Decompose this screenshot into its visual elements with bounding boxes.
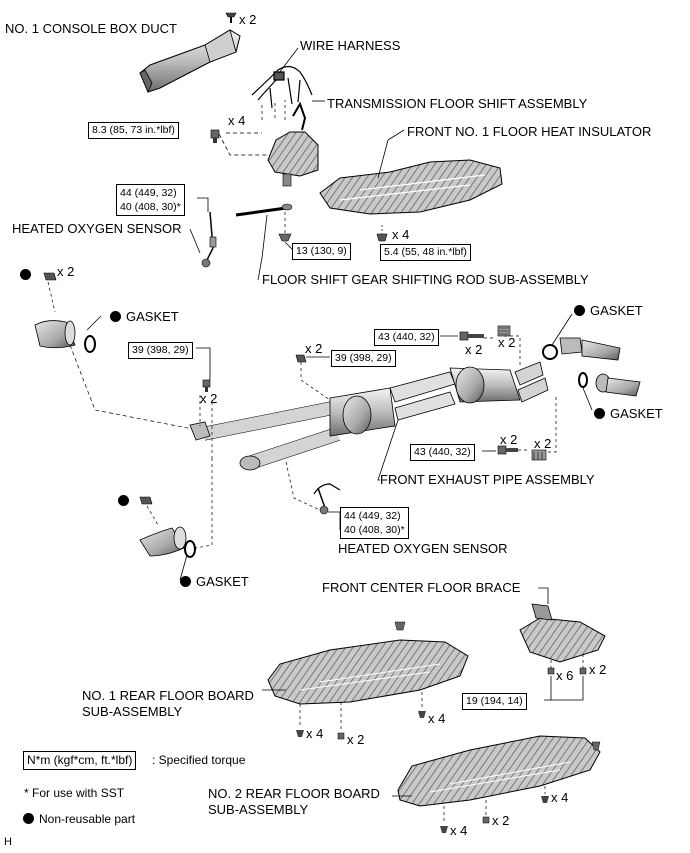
gasket-lower-left-ring bbox=[184, 540, 196, 558]
rfb2-bolt-icon bbox=[482, 816, 490, 824]
qty-rfb2-x4-right: x 4 bbox=[551, 790, 569, 805]
rear-floor-board-2 bbox=[397, 735, 601, 807]
label-heated-o2-sensor-bottom: HEATED OXYGEN SENSOR bbox=[338, 541, 508, 556]
label-front-exhaust-pipe: FRONT EXHAUST PIPE ASSEMBLY bbox=[380, 472, 595, 487]
label-transmission-floor-shift: TRANSMISSION FLOOR SHIFT ASSEMBLY bbox=[327, 96, 588, 111]
torque-rod-nut: 13 (130, 9) bbox=[292, 243, 351, 260]
rfb1-nut-left-icon bbox=[296, 730, 304, 737]
non-reusable-dot-icon bbox=[23, 813, 34, 824]
gasket-right-bottom-ring bbox=[578, 372, 588, 388]
non-reusable-dot-icon bbox=[20, 269, 31, 280]
torque-pipe-center: 39 (398, 29) bbox=[331, 350, 396, 367]
rfb1-bolt-icon bbox=[337, 732, 345, 740]
shift-bolt-icon bbox=[210, 129, 220, 143]
pipe-left-bolt-icon bbox=[202, 379, 211, 392]
label-floor-shift-rod: FLOOR SHIFT GEAR SHIFTING ROD SUB-ASSEMB… bbox=[262, 272, 589, 287]
gasket-right-top-ring bbox=[542, 344, 558, 360]
non-reusable-dot-icon bbox=[118, 495, 129, 506]
rfb2-nut-right-icon bbox=[541, 796, 549, 803]
label-heated-o2-sensor-top: HEATED OXYGEN SENSOR bbox=[12, 221, 182, 236]
qty-brace-x2: x 2 bbox=[589, 662, 607, 677]
non-reusable-dot-icon bbox=[110, 311, 121, 322]
label-rear-floor-board-2-l1: NO. 2 REAR FLOOR BOARD bbox=[208, 786, 380, 801]
torque-insulator-nut: 5.4 (55, 48 in.*lbf) bbox=[380, 244, 471, 261]
label-front-center-floor-brace: FRONT CENTER FLOOR BRACE bbox=[322, 580, 521, 595]
front-floor-heat-insulator bbox=[319, 159, 503, 215]
label-rear-floor-board-1-l1: NO. 1 REAR FLOOR BOARD bbox=[82, 688, 254, 703]
rfb1-nut-right-icon bbox=[418, 711, 426, 718]
floor-shift-rod bbox=[235, 203, 293, 217]
torque-brace: 19 (194, 14) bbox=[462, 693, 527, 710]
legend-sst: * For use with SST bbox=[24, 786, 125, 800]
right-flange-pipe bbox=[559, 337, 621, 361]
non-reusable-dot-icon bbox=[574, 305, 585, 316]
qty-pipe-right-bolt: x 2 bbox=[465, 342, 483, 357]
lower-left-pipe-end bbox=[139, 526, 187, 557]
legend-torque-box: N*m (kgf*cm, ft.*lbf) bbox=[23, 751, 137, 770]
torque-o2-top-line2: 40 (408, 30)* bbox=[120, 201, 181, 213]
qty-rfb1-x4-left: x 4 bbox=[306, 726, 324, 741]
qty-insulator-nut: x 4 bbox=[392, 227, 410, 242]
pipe-right-bottom-spring-icon bbox=[531, 449, 547, 461]
rear-floor-board-1 bbox=[267, 621, 469, 705]
label-wire-harness: WIRE HARNESS bbox=[300, 38, 401, 53]
label-gasket-left: GASKET bbox=[110, 309, 179, 324]
torque-pipe-right-top: 43 (440, 32) bbox=[374, 329, 439, 346]
non-reusable-dot-icon bbox=[180, 576, 191, 587]
pipe-right-bottom-bolt-icon bbox=[497, 445, 518, 455]
footer-code: H bbox=[4, 836, 12, 848]
lower-left-nut-icon bbox=[139, 496, 153, 505]
qty-pipe-right-bottom-bolt: x 2 bbox=[500, 432, 518, 447]
qty-duct-clip: x 2 bbox=[239, 12, 257, 27]
qty-pipe-left-bolt: x 2 bbox=[200, 391, 218, 406]
qty-rfb2-x2: x 2 bbox=[492, 813, 510, 828]
qty-rfb1-x4-right: x 4 bbox=[428, 711, 446, 726]
front-exhaust-pipe bbox=[189, 361, 549, 471]
torque-o2-bottom-line1: 44 (449, 32) bbox=[344, 510, 401, 522]
label-gasket-right-bottom: GASKET bbox=[594, 406, 663, 421]
non-reusable-dot-icon bbox=[594, 408, 605, 419]
qty-rfb2-x4-left: x 4 bbox=[450, 823, 468, 838]
front-center-floor-brace bbox=[519, 603, 606, 663]
label-gasket-lower-left: GASKET bbox=[180, 574, 249, 589]
label-front-floor-heat-insulator: FRONT NO. 1 FLOOR HEAT INSULATOR bbox=[407, 124, 652, 139]
torque-o2-bottom: 44 (449, 32) 40 (408, 30)* bbox=[340, 507, 409, 539]
legend-non-reusable: Non-reusable part bbox=[23, 812, 135, 827]
heated-o2-sensor-bottom bbox=[313, 483, 341, 515]
torque-shift-bolt: 8.3 (85, 73 in.*lbf) bbox=[88, 122, 179, 139]
wire-harness bbox=[251, 65, 313, 109]
qty-rfb1-x2: x 2 bbox=[347, 732, 365, 747]
torque-o2-bottom-line2: 40 (408, 30)* bbox=[344, 524, 405, 536]
pipe-center-nut-icon bbox=[295, 354, 307, 363]
qty-shift-bolt: x 4 bbox=[228, 113, 246, 128]
rfb2-nut-left-icon bbox=[440, 826, 448, 833]
qty-brace-x6: x 6 bbox=[556, 668, 574, 683]
torque-pipe-left: 39 (398, 29) bbox=[128, 342, 193, 359]
left-pipe-end bbox=[34, 320, 76, 349]
torque-o2-top-line1: 44 (449, 32) bbox=[120, 187, 177, 199]
gasket-left-ring bbox=[84, 335, 96, 353]
heated-o2-sensor-top bbox=[201, 211, 217, 268]
console-box-duct bbox=[139, 29, 241, 94]
right-lower-pipe bbox=[595, 373, 641, 397]
rod-nut-icon bbox=[278, 233, 292, 242]
label-rear-floor-board-2-l2: SUB-ASSEMBLY bbox=[208, 802, 309, 817]
duct-clip-icon bbox=[225, 12, 237, 23]
qty-pipe-center-nut: x 2 bbox=[305, 341, 323, 356]
torque-pipe-right-bottom: 43 (440, 32) bbox=[410, 444, 475, 461]
left-nut-icon bbox=[43, 272, 57, 281]
label-console-box-duct: NO. 1 CONSOLE BOX DUCT bbox=[5, 21, 177, 36]
insulator-nut-icon bbox=[376, 225, 388, 242]
qty-left-nut: x 2 bbox=[57, 264, 75, 279]
label-rear-floor-board-1-l2: SUB-ASSEMBLY bbox=[82, 704, 183, 719]
qty-pipe-right-bottom-spring: x 2 bbox=[534, 436, 552, 451]
legend-torque-desc: : Specified torque bbox=[152, 753, 246, 767]
label-gasket-right-top: GASKET bbox=[574, 303, 643, 318]
qty-pipe-right-spring: x 2 bbox=[498, 335, 516, 350]
torque-o2-top: 44 (449, 32) 40 (408, 30)* bbox=[116, 184, 185, 216]
pipe-right-bolt-icon bbox=[459, 331, 484, 341]
transmission-floor-shift bbox=[267, 101, 319, 187]
